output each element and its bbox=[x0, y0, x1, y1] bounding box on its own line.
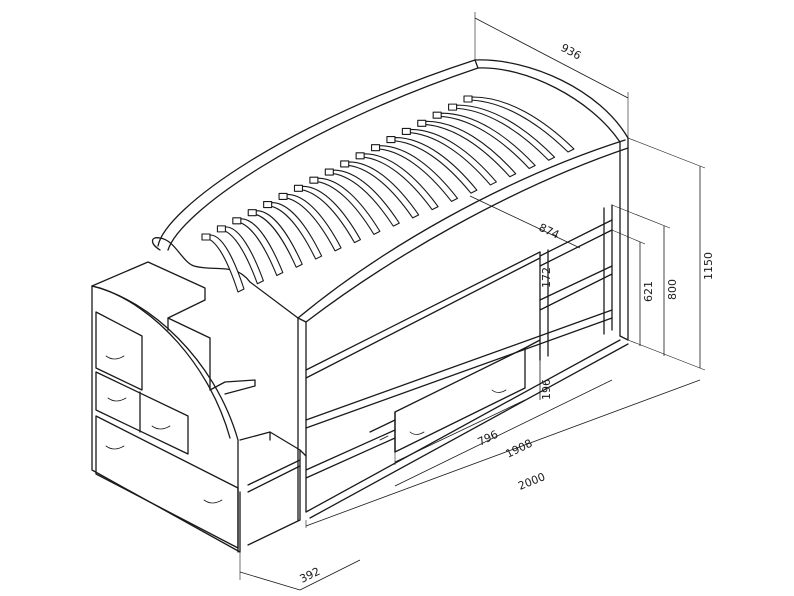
bed-slat bbox=[389, 137, 478, 194]
slat-holder bbox=[386, 136, 396, 144]
bed-slat bbox=[266, 201, 323, 260]
slat-holder bbox=[463, 95, 473, 103]
slat-holder bbox=[293, 184, 304, 192]
dim-label-1150: 1150 bbox=[702, 252, 715, 280]
slat-holder bbox=[232, 217, 242, 225]
slat-holder bbox=[355, 152, 365, 160]
dim-label-392: 392 bbox=[298, 565, 323, 586]
bed-slat bbox=[404, 128, 497, 186]
bed-slat bbox=[250, 210, 303, 268]
dim-label-796: 796 bbox=[476, 428, 501, 449]
bed-slat bbox=[435, 112, 536, 170]
bed-slat bbox=[373, 145, 459, 202]
dim-label-800: 800 bbox=[666, 279, 679, 300]
slat-holder bbox=[216, 225, 226, 233]
slat-holder bbox=[263, 200, 273, 209]
slat-holder bbox=[448, 103, 458, 111]
bed-slat bbox=[312, 177, 381, 235]
slat-holder bbox=[309, 176, 319, 184]
dim-label-196: 196 bbox=[540, 379, 553, 400]
dimension-lines bbox=[239, 12, 706, 591]
bed-slat bbox=[358, 153, 439, 211]
dim-label-874: 874 bbox=[537, 221, 562, 242]
bed-slat bbox=[296, 185, 362, 244]
dim-label-936: 936 bbox=[559, 41, 584, 62]
bed-slat bbox=[420, 120, 517, 178]
slat-holder bbox=[324, 168, 334, 176]
stair-unit bbox=[91, 261, 307, 553]
slat-holder bbox=[432, 111, 442, 119]
dim-label-621: 621 bbox=[642, 281, 655, 302]
bed-slat bbox=[343, 161, 420, 219]
bed-slat bbox=[466, 96, 575, 153]
bed-slat bbox=[281, 193, 342, 252]
slat-holder bbox=[278, 192, 288, 200]
bed-slats bbox=[201, 95, 575, 293]
slat-holder bbox=[201, 233, 211, 241]
dim-label-172: 172 bbox=[540, 267, 553, 288]
slat-holder bbox=[247, 209, 257, 217]
slat-holder bbox=[340, 160, 350, 168]
slat-holder bbox=[401, 127, 411, 136]
dim-label-2000: 2000 bbox=[516, 470, 547, 493]
bed-slat bbox=[327, 169, 400, 227]
bed-slat bbox=[204, 234, 245, 293]
bed-slat bbox=[451, 104, 556, 161]
dim-label-1908: 1908 bbox=[504, 437, 535, 461]
slat-holder bbox=[370, 144, 381, 152]
bed-frame bbox=[151, 59, 629, 521]
bed-slat bbox=[235, 218, 284, 277]
slat-holder bbox=[417, 119, 427, 127]
bed-slat bbox=[219, 226, 264, 285]
